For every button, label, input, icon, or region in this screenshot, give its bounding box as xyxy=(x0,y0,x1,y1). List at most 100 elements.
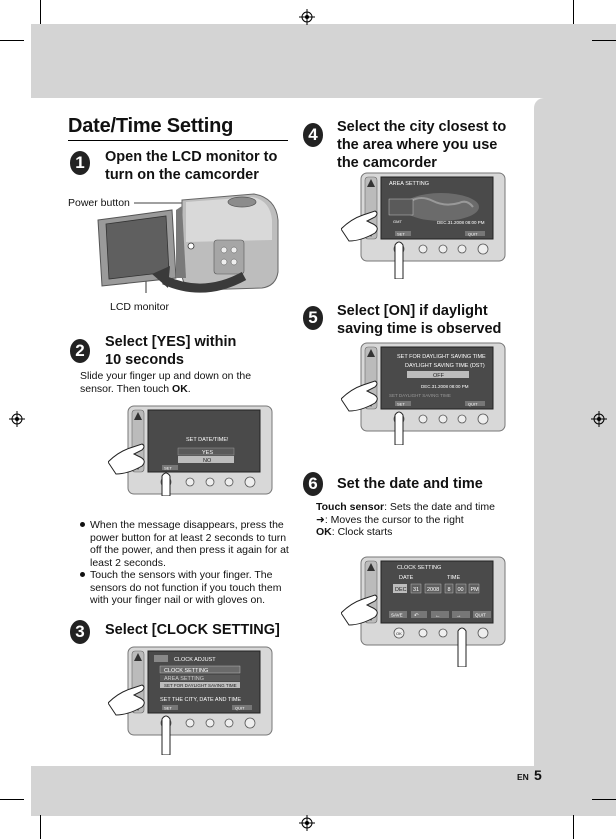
quit-button[interactable]: QUIT xyxy=(235,706,245,711)
step-4-heading-line: the area where you use xyxy=(337,137,498,153)
crop-mark xyxy=(573,0,574,24)
no-option[interactable]: NO xyxy=(203,458,212,464)
area-datetime-text: DEC.31.2008 08:00 PM xyxy=(437,220,485,225)
instruction-line: ➜: Moves the cursor to the right xyxy=(316,514,495,527)
lcd-screen-daylight-saving: SET FOR DAYLIGHT SAVING TIME DAYLIGHT SA… xyxy=(341,342,506,445)
step-6-number: 6 xyxy=(303,472,323,496)
save-button[interactable]: SAVE xyxy=(391,613,403,618)
note-line: Touch the sensors with your finger. The xyxy=(90,569,273,581)
screen-caption-text: SET THE CITY, DATE AND TIME xyxy=(160,697,241,703)
step-6-heading: Set the date and time xyxy=(337,476,483,492)
instruction-line: Touch sensor: Sets the date and time xyxy=(316,501,495,514)
notes-list: When the message disappears, press the p… xyxy=(80,519,290,607)
ampm-field[interactable]: PM xyxy=(471,587,480,593)
camcorder-illustration xyxy=(97,193,279,293)
hour-field[interactable]: 8 xyxy=(448,587,451,593)
step-4-heading-line: the camcorder xyxy=(337,155,437,171)
page-title: Date/Time Setting xyxy=(68,115,234,137)
crop-mark xyxy=(40,0,41,24)
quit-button[interactable]: QUIT xyxy=(468,402,478,407)
step-1-heading: Open the LCD monitor to turn on the camc… xyxy=(105,148,277,184)
footer-band xyxy=(31,766,616,816)
crop-mark xyxy=(592,799,616,800)
note-line: When the message disappears, press the xyxy=(90,519,284,531)
step-3-number: 3 xyxy=(70,620,90,644)
header-band xyxy=(31,24,616,98)
set-button[interactable]: SET xyxy=(164,466,172,471)
title-rule xyxy=(68,140,288,141)
step-2-instructions: Slide your finger up and down on the sen… xyxy=(80,370,251,395)
back-icon[interactable]: ↶ xyxy=(414,612,419,619)
side-band xyxy=(534,98,616,766)
step-5-heading-line: Select [ON] if daylight xyxy=(337,303,488,319)
power-button-label: Power button xyxy=(68,197,130,209)
step-4-heading: Select the city closest to the area wher… xyxy=(337,118,506,172)
year-field[interactable]: 2008 xyxy=(427,587,439,593)
screen-header-text: CLOCK ADJUST xyxy=(174,657,216,663)
crop-mark xyxy=(573,815,574,839)
ok-keyword: OK xyxy=(172,382,188,395)
language-label: EN xyxy=(517,772,529,782)
set-button[interactable]: SET xyxy=(397,402,405,407)
step-2-heading-line: 10 seconds xyxy=(105,352,184,368)
instruction-text: : Clock starts xyxy=(331,526,393,538)
registration-mark-icon xyxy=(591,411,607,427)
note-item: When the message disappears, press the p… xyxy=(80,519,290,569)
screen-header-text: CLOCK SETTING xyxy=(397,565,441,571)
right-arrow-icon: ➜ xyxy=(316,513,325,526)
time-label: TIME xyxy=(447,575,460,581)
svg-text:OK: OK xyxy=(396,631,402,636)
gmt-label: GMT xyxy=(393,219,402,224)
step-5-number: 5 xyxy=(303,306,323,330)
instruction-line: Slide your finger up and down on the xyxy=(80,370,252,382)
lcd-screen-clock-adjust: CLOCK ADJUST CLOCK SETTING AREA SETTING … xyxy=(108,646,273,755)
area-setting-item[interactable]: AREA SETTING xyxy=(164,676,204,682)
registration-mark-icon xyxy=(9,411,25,427)
instruction-text: . xyxy=(187,382,191,395)
instruction-text: : Moves the cursor to the right xyxy=(324,513,464,526)
day-field[interactable]: 31 xyxy=(413,587,419,593)
step-2-heading-line: Select [YES] within xyxy=(105,334,237,350)
note-item: Touch the sensors with your finger. The … xyxy=(80,569,290,607)
note-line: off the power, and then press it again f… xyxy=(90,544,289,556)
step-1-heading-line: turn on the camcorder xyxy=(105,167,259,183)
crop-mark xyxy=(0,799,24,800)
registration-mark-icon xyxy=(299,815,315,831)
step-5-heading-line: saving time is observed xyxy=(337,321,502,337)
step-1-number: 1 xyxy=(70,151,90,175)
step-4-number: 4 xyxy=(303,123,323,147)
lcd-screen-set-date: SET DATE/TIME! YES NO SET OK xyxy=(108,405,273,496)
yes-option[interactable]: YES xyxy=(202,450,213,456)
lcd-screen-clock-setting: CLOCK SETTING DATE TIME DEC 31 2008 8 00… xyxy=(341,556,506,667)
quit-button[interactable]: QUIT xyxy=(468,232,478,237)
quit-button[interactable]: QUIT xyxy=(475,613,486,618)
step-2-number: 2 xyxy=(70,339,90,363)
note-line: least 2 seconds. xyxy=(90,556,166,569)
left-arrow-icon[interactable]: ← xyxy=(435,613,441,619)
right-arrow-button-icon[interactable]: → xyxy=(456,613,462,619)
date-label: DATE xyxy=(399,575,414,581)
dst-label-text: DAYLIGHT SAVING TIME (DST) xyxy=(405,363,485,369)
dst-value-option[interactable]: OFF xyxy=(433,373,445,379)
step-5-heading: Select [ON] if daylight saving time is o… xyxy=(337,302,501,338)
set-button[interactable]: SET xyxy=(397,232,405,237)
lcd-screen-area-setting: AREA SETTING GMT DEC.31.2008 08:00 PM SE… xyxy=(341,172,506,279)
step-4-heading-line: Select the city closest to xyxy=(337,119,507,135)
crop-mark xyxy=(40,815,41,839)
instruction-line: sensor. Then touch OK. xyxy=(80,383,251,396)
note-line: sensors do not function if you touch the… xyxy=(90,581,282,594)
lcd-monitor-label: LCD monitor xyxy=(110,301,169,313)
screen-header-text: AREA SETTING xyxy=(389,181,429,187)
set-button[interactable]: SET xyxy=(164,706,172,711)
daylight-saving-item[interactable]: SET FOR DAYLIGHT SAVING TIME xyxy=(164,683,237,688)
dst-datetime-text: DEC.31.2008 08:00 PM xyxy=(421,384,469,389)
crop-mark xyxy=(592,40,616,41)
step-2-heading: Select [YES] within 10 seconds xyxy=(105,333,236,369)
clock-setting-item[interactable]: CLOCK SETTING xyxy=(164,668,208,674)
note-line: with your finger nail or with gloves on. xyxy=(90,594,266,606)
note-line: power button for at least 2 seconds to t… xyxy=(90,531,287,544)
touch-sensor-keyword: Touch sensor xyxy=(316,501,385,513)
minute-field[interactable]: 00 xyxy=(458,587,464,593)
month-field[interactable]: DEC xyxy=(395,587,407,593)
instruction-text: : Sets the date and time xyxy=(384,501,495,513)
